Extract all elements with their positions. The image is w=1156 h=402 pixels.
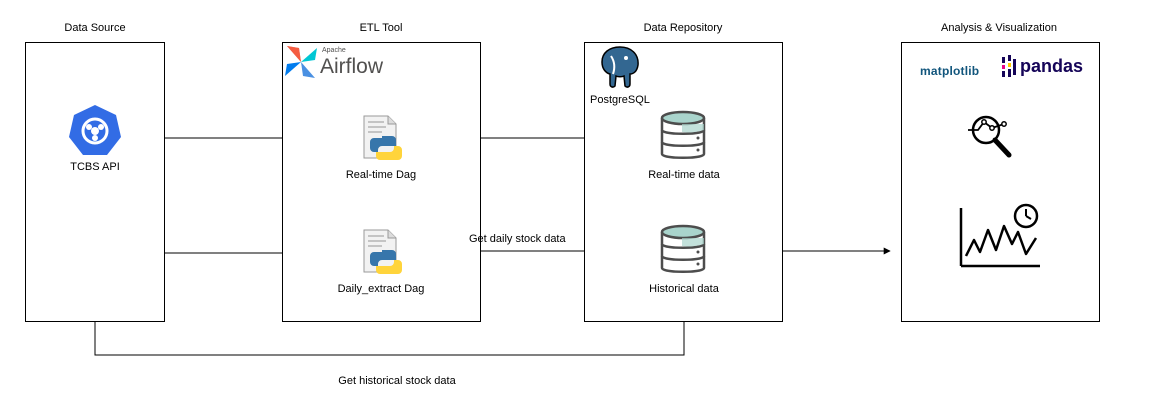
elephant-ear [610, 55, 616, 75]
python-logo-blue [370, 136, 396, 152]
magnifier-analysis-icon [968, 115, 1012, 158]
db-top [660, 110, 706, 126]
tcbs-api-label: TCBS API [70, 161, 120, 173]
historical-data-label: Historical data [649, 283, 719, 295]
pandas-logo-text: pandas [1020, 56, 1084, 76]
elephant-body [601, 46, 639, 88]
time-series-chart-icon [959, 203, 1040, 268]
kubernetes-icon [69, 105, 121, 155]
daily-extract-dag-label: Daily_extract Dag [337, 283, 425, 295]
postgresql-elephant-icon [601, 46, 639, 88]
database-icon [660, 110, 706, 159]
column-header-data-source: Data Source [64, 22, 126, 34]
airflow-name-label: Airflow [320, 55, 384, 78]
database-icon [660, 224, 706, 273]
column-header-etl-tool: ETL Tool [359, 22, 403, 34]
python-file-icon [363, 229, 402, 274]
python-logo-yellow [376, 146, 402, 160]
etl-tool-box [282, 42, 481, 322]
data-repository-box [584, 42, 783, 322]
db-top [660, 224, 706, 240]
matplotlib-logo-text: matplotlib [920, 64, 980, 78]
postgresql-label: PostgreSQL [590, 94, 650, 106]
magnifier-handle [992, 137, 1012, 158]
python-file-icon [363, 115, 402, 160]
data-source-box [25, 42, 165, 322]
python-logo-yellow [376, 260, 402, 274]
column-header-analysis: Analysis & Visualization [941, 22, 1057, 34]
column-header-data-repository: Data Repository [643, 22, 723, 34]
elephant-eye [624, 56, 628, 60]
kubernetes-hub [91, 127, 99, 135]
python-logo-blue [370, 250, 396, 266]
kubernetes-wheel [81, 117, 109, 145]
airflow-apache-label: Apache [322, 47, 346, 54]
edge-label-historical-stock: Get historical stock data [338, 375, 456, 387]
analysis-box [901, 42, 1100, 322]
chart-line [964, 224, 1038, 257]
edge-label-daily-stock: Get daily stock data [469, 233, 566, 245]
realtime-dag-label: Real-time Dag [345, 169, 417, 181]
pandas-logo-icon [1002, 55, 1016, 77]
realtime-data-label: Real-time data [648, 169, 720, 181]
airflow-pinwheel-icon [285, 46, 317, 78]
